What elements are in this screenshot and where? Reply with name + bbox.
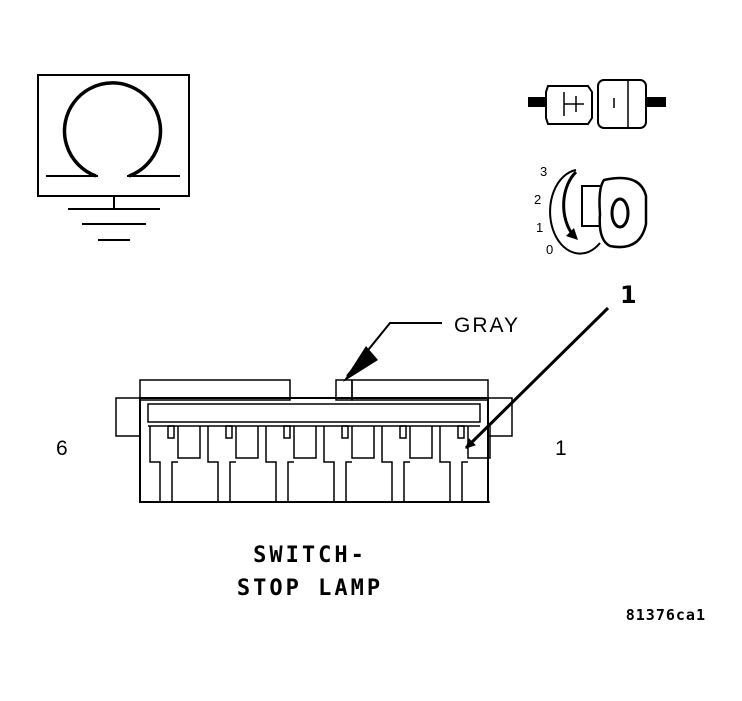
connector-left-ear <box>115 397 141 437</box>
terminal-cavity <box>149 425 201 503</box>
connector-latch-bar <box>147 403 481 423</box>
ground-icon <box>68 196 160 241</box>
figure-id: 81376ca1 <box>626 606 706 624</box>
pin-6-label: 6 <box>56 437 68 460</box>
ignition-position-1: 1 <box>536 220 543 235</box>
ignition-key-icon: 3 2 1 0 <box>534 164 648 257</box>
pin-1-label: 1 <box>555 437 567 460</box>
ohmmeter-frame <box>37 74 190 197</box>
ohm-icon <box>46 81 180 178</box>
ignition-position-0: 0 <box>546 242 553 257</box>
stop-lamp-switch-connector <box>115 379 513 503</box>
ohmmeter-ground-symbol <box>37 74 190 241</box>
terminal-cavity <box>323 425 375 503</box>
connector-housing <box>139 397 489 503</box>
component-title-line2: STOP LAMP <box>237 576 383 601</box>
connector-top-left-lock <box>139 379 291 401</box>
gray-leader-arrowhead <box>343 346 378 382</box>
callout-number: 1 <box>620 281 637 309</box>
terminal-cavity <box>439 425 491 503</box>
disconnect-connector-icon <box>528 79 666 129</box>
ignition-position-2: 2 <box>534 192 541 207</box>
component-title-line1: SWITCH- <box>253 543 367 568</box>
ignition-position-3: 3 <box>540 164 547 179</box>
wire-color-label: GRAY <box>454 314 520 337</box>
callout-arrow <box>464 306 610 450</box>
terminal-cavity <box>207 425 259 503</box>
terminal-cavity <box>265 425 317 503</box>
terminal-cavities <box>149 425 491 503</box>
connector-key <box>335 379 353 401</box>
terminal-cavity <box>381 425 433 503</box>
connector-right-ear <box>487 397 513 437</box>
